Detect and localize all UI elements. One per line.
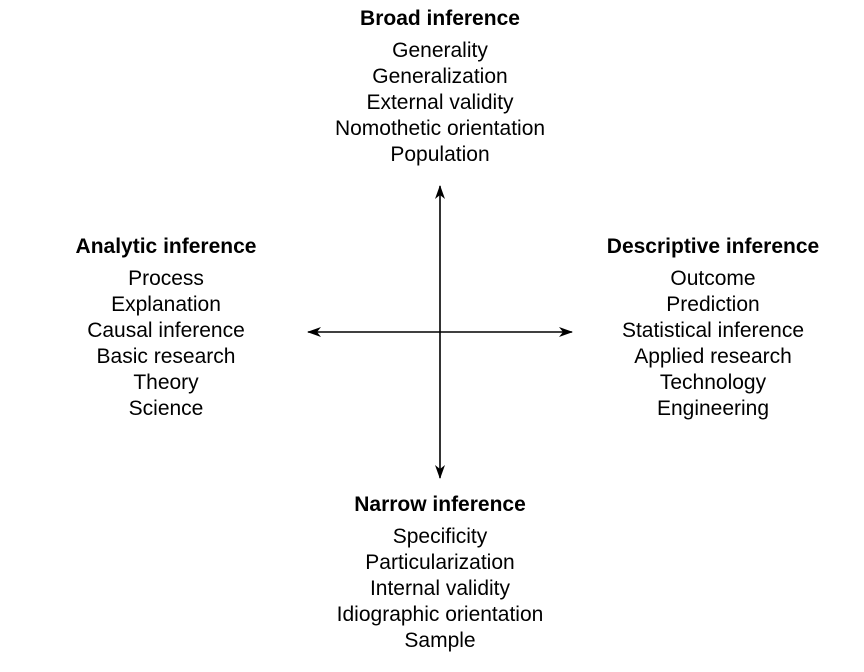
list-item: Generality	[392, 39, 488, 62]
list-item: Idiographic orientation	[336, 603, 544, 626]
list-item: Outcome	[670, 267, 756, 290]
list-item: Population	[390, 143, 490, 166]
list-item: Prediction	[666, 293, 760, 316]
list-item: Sample	[404, 629, 476, 652]
list-item: Particularization	[365, 551, 515, 574]
analytic-inference-group: Analytic inference Process Explanation C…	[20, 234, 312, 422]
list-item: Explanation	[111, 293, 221, 316]
list-item: Internal validity	[369, 577, 511, 600]
analytic-inference-list: Process Explanation Causal inference Bas…	[20, 266, 312, 422]
list-item: Applied research	[634, 345, 792, 368]
list-item: Causal inference	[87, 319, 245, 342]
list-item: Nomothetic orientation	[334, 117, 546, 140]
broad-inference-group: Broad inference Generality Generalizatio…	[290, 6, 590, 168]
list-item: Specificity	[392, 525, 488, 548]
analytic-inference-heading: Analytic inference	[75, 235, 257, 258]
list-item: Process	[128, 267, 204, 290]
narrow-inference-heading: Narrow inference	[354, 493, 526, 516]
list-item: Technology	[659, 371, 767, 394]
narrow-inference-group: Narrow inference Specificity Particulari…	[290, 492, 590, 654]
descriptive-inference-group: Descriptive inference Outcome Prediction…	[570, 234, 856, 422]
descriptive-inference-heading: Descriptive inference	[606, 235, 820, 258]
list-item: External validity	[366, 91, 514, 114]
broad-inference-list: Generality Generalization External valid…	[290, 38, 590, 168]
list-item: Theory	[133, 371, 199, 394]
descriptive-inference-list: Outcome Prediction Statistical inference…	[570, 266, 856, 422]
list-item: Generalization	[372, 65, 508, 88]
list-item: Science	[128, 397, 204, 420]
narrow-inference-list: Specificity Particularization Internal v…	[290, 524, 590, 654]
list-item: Engineering	[656, 397, 770, 420]
broad-inference-heading: Broad inference	[360, 7, 520, 30]
list-item: Basic research	[96, 345, 236, 368]
list-item: Statistical inference	[621, 319, 805, 342]
